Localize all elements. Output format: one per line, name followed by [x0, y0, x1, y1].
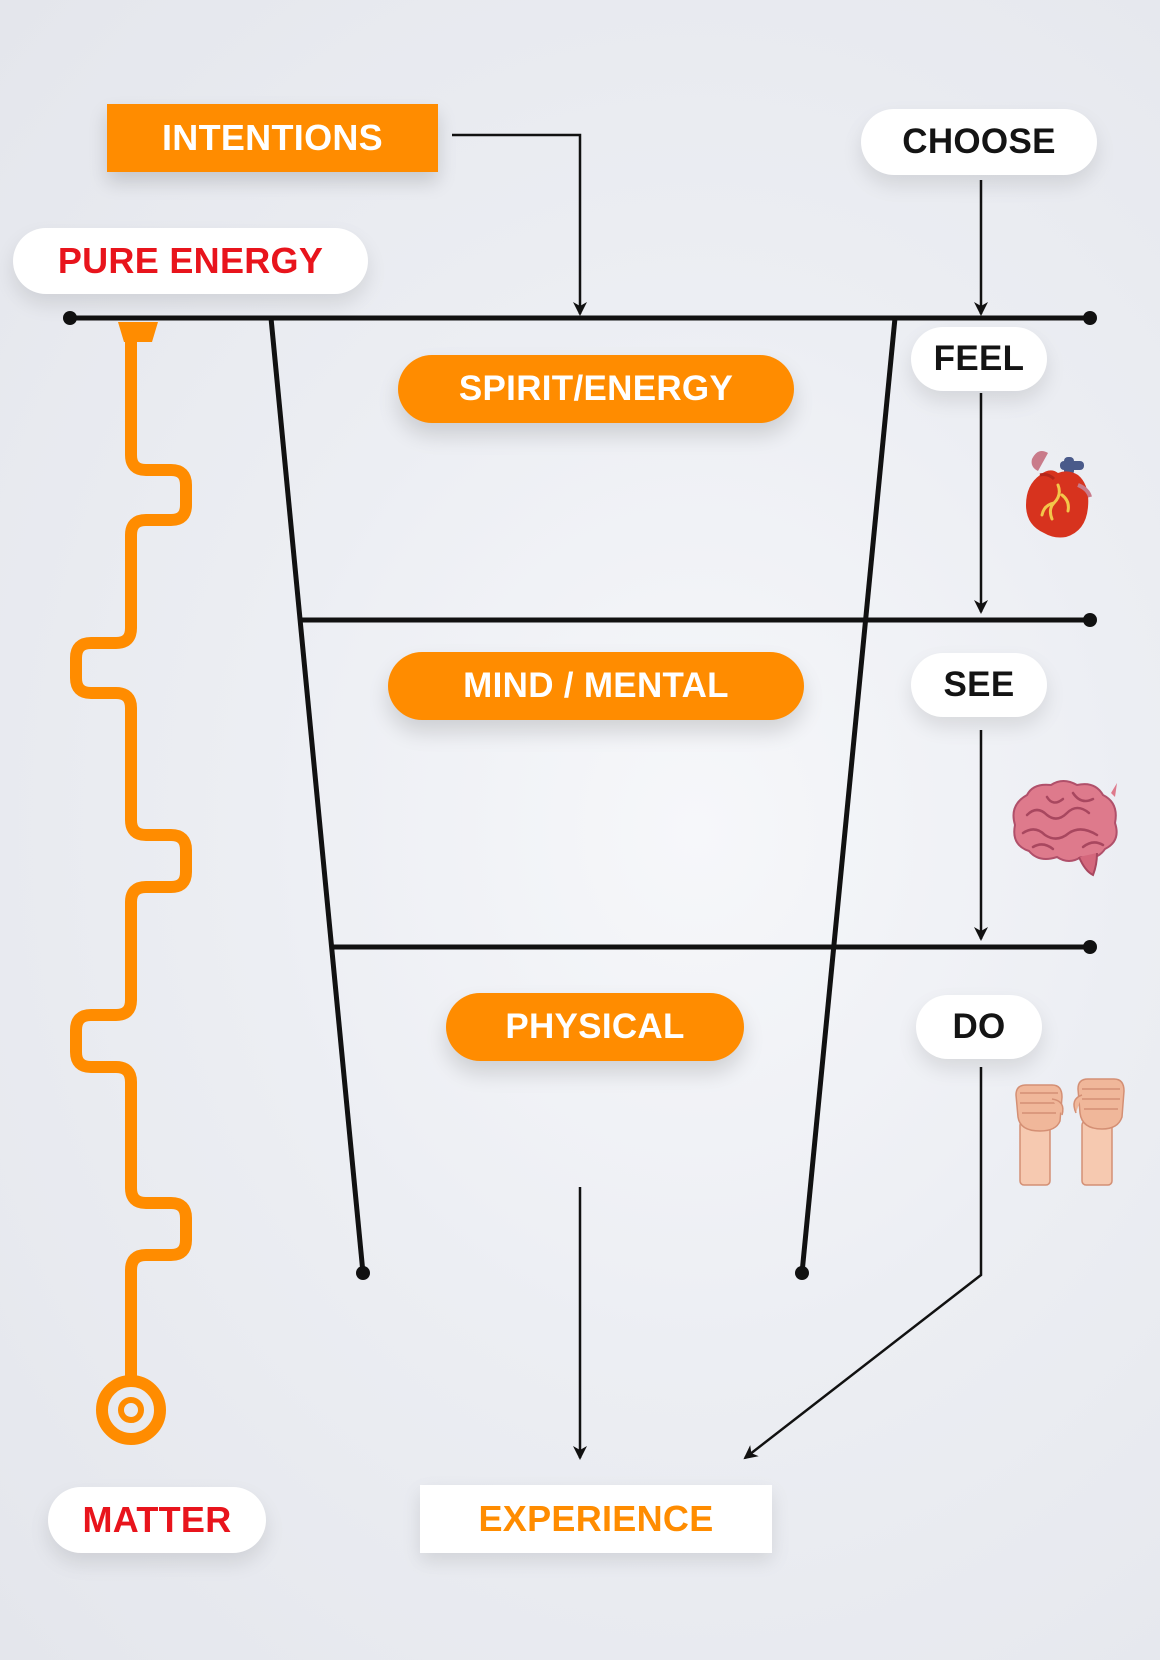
mind-mental-label: MIND / MENTAL: [388, 652, 804, 720]
top-line-left-dot: [63, 311, 77, 325]
choose-label: CHOOSE: [861, 109, 1097, 175]
physical-label: PHYSICAL: [446, 993, 744, 1061]
experience-label: EXPERIENCE: [420, 1485, 772, 1553]
mental-line-right-dot: [1083, 613, 1097, 627]
do-to-experience-arrow: [743, 1067, 983, 1460]
heart-icon: [1026, 451, 1092, 538]
spirit-energy-label: SPIRIT/ENERGY: [398, 355, 794, 423]
do-label: DO: [916, 995, 1042, 1059]
funnel-left-end-dot: [356, 1266, 370, 1280]
brain-icon: [1012, 780, 1118, 877]
intentions-arrow: [452, 133, 587, 316]
feel-label: FEEL: [911, 327, 1047, 391]
energy-wave-line: [70, 322, 192, 1445]
pure-energy-label: PURE ENERGY: [13, 228, 368, 294]
funnel-left-wall: [268, 317, 366, 1274]
fists-icon: [1015, 1078, 1125, 1186]
funnel-right-end-dot: [795, 1266, 809, 1280]
top-line-right-dot: [1083, 311, 1097, 325]
see-label: SEE: [911, 653, 1047, 717]
physical-line-right-dot: [1083, 940, 1097, 954]
matter-label: MATTER: [48, 1487, 266, 1553]
funnel-right-wall: [799, 317, 898, 1274]
intentions-label: INTENTIONS: [107, 104, 438, 172]
